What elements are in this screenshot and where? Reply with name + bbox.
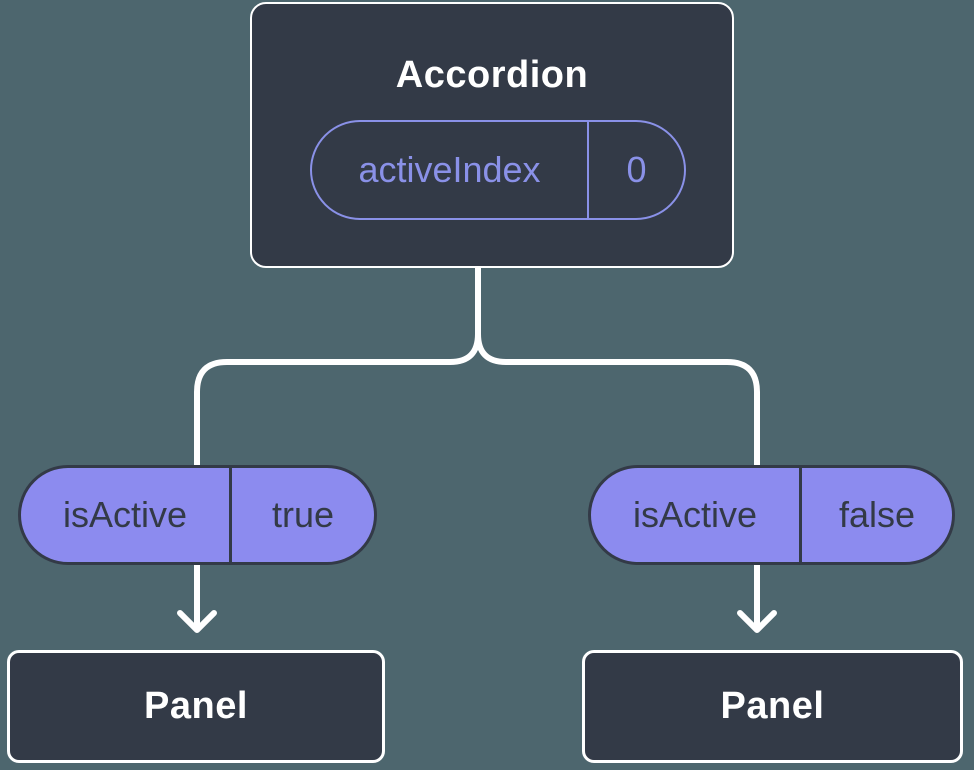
accordion-node-title: Accordion — [395, 54, 589, 96]
arrow-down-icon — [737, 610, 777, 633]
accordion-node: Accordion activeIndex 0 — [250, 2, 734, 268]
state-pill: activeIndex 0 — [310, 120, 686, 220]
panel-node-right: Panel — [582, 650, 963, 763]
state-name: activeIndex — [312, 122, 589, 218]
prop-pill-left: isActive true — [18, 465, 377, 565]
connector-branch-left — [194, 331, 481, 471]
panel-node-title: Panel — [720, 685, 825, 727]
arrow-down-icon — [177, 610, 217, 633]
connector-branch-right — [475, 331, 760, 471]
prop-name: isActive — [21, 468, 232, 562]
prop-name: isActive — [591, 468, 802, 562]
prop-value: true — [271, 494, 335, 535]
state-value: 0 — [626, 149, 647, 190]
prop-pill-right: isActive false — [588, 465, 955, 565]
prop-value: false — [838, 494, 916, 535]
panel-node-title: Panel — [144, 685, 248, 727]
panel-node-left: Panel — [7, 650, 385, 763]
